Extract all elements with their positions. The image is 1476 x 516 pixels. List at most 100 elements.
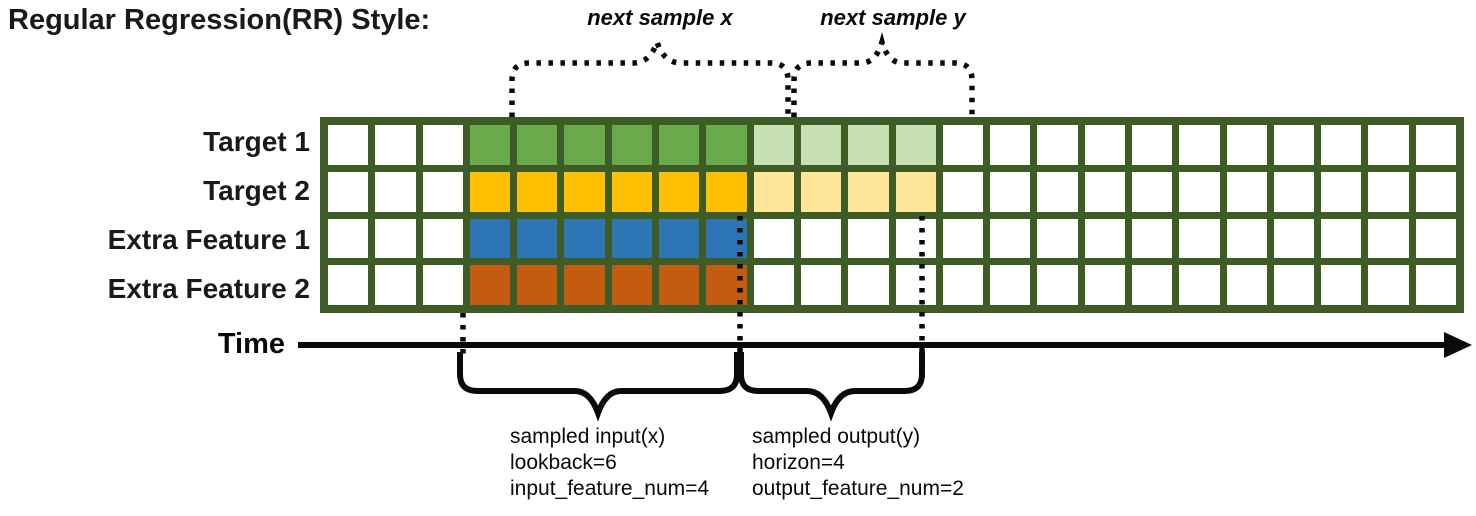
grid-cell: [659, 265, 700, 305]
grid-cell: [517, 265, 558, 305]
grid-cell: [753, 265, 794, 305]
grid-cell: [1084, 265, 1125, 305]
grid-cell: [706, 125, 747, 165]
grid-cell: [895, 218, 936, 259]
grid-cell: [611, 265, 653, 305]
grid-cell: [1084, 125, 1125, 165]
row-labels: Target 1 Target 2 Extra Feature 1 Extra …: [0, 117, 310, 313]
grid-cell: [469, 218, 511, 259]
input-feature-num-value: input_feature_num=4: [510, 477, 710, 500]
grid-cell: [1131, 218, 1173, 259]
grid-cell: [1226, 265, 1267, 305]
grid-cell: [1084, 218, 1125, 259]
grid-cell: [990, 125, 1031, 165]
grid-cell: [422, 171, 463, 212]
next-sample-x-brace: [509, 33, 791, 117]
next-sample-y-label: next sample y: [820, 5, 966, 30]
grid-cell: [659, 125, 700, 165]
grid-cell: [564, 218, 605, 259]
grid-cell: [564, 265, 605, 305]
grid-cell: [800, 218, 842, 259]
grid-cell: [990, 265, 1031, 305]
grid-cell: [800, 171, 842, 212]
grid-cell: [1273, 218, 1315, 259]
grid-cell: [469, 171, 511, 212]
row-label-extra-feature-1: Extra Feature 1: [107, 223, 310, 255]
grid-cell: [469, 265, 511, 305]
grid-cell: [1321, 125, 1362, 165]
output-feature-num-value: output_feature_num=2: [752, 477, 964, 500]
grid-cell: [328, 125, 369, 165]
grid-cell: [1179, 171, 1220, 212]
grid-cell: [611, 171, 653, 212]
lookback-value: lookback=6: [510, 451, 617, 474]
grid-cell: [611, 125, 653, 165]
sampled-input-annotation: sampled input(x) lookback=6 input_featur…: [510, 424, 709, 502]
grid-cell: [753, 218, 794, 259]
grid-cell: [517, 125, 558, 165]
grid-cell: [1131, 125, 1173, 165]
time-axis-arrowhead: [1444, 332, 1472, 358]
grid-cell: [990, 171, 1031, 212]
grid-cell: [659, 171, 700, 212]
grid-cell: [1037, 265, 1078, 305]
grid-cell: [422, 265, 463, 305]
grid-cell: [1179, 218, 1220, 259]
grid-cell: [1368, 171, 1409, 212]
grid-cell: [706, 171, 747, 212]
grid-cell: [1368, 265, 1409, 305]
grid-cell: [1321, 265, 1362, 305]
grid-cell: [1179, 265, 1220, 305]
grid: [320, 117, 1464, 313]
horizon-value: horizon=4: [752, 451, 845, 474]
grid-cell: [753, 125, 794, 165]
grid-cell: [1226, 218, 1267, 259]
sampled-output-title: sampled output(y): [752, 425, 921, 448]
grid-cell: [375, 218, 416, 259]
grid-cell: [1321, 171, 1362, 212]
grid-cell: [611, 218, 653, 259]
grid-cell: [1273, 171, 1315, 212]
grid-cell: [422, 218, 463, 259]
grid-cell: [564, 125, 605, 165]
grid-cell: [848, 265, 889, 305]
grid-cell: [942, 218, 984, 259]
grid-cell: [422, 125, 463, 165]
sampled-output-brace: [738, 352, 925, 422]
grid-cell: [895, 171, 936, 212]
grid-cell: [375, 125, 416, 165]
grid-cell: [375, 265, 416, 305]
grid-cell: [564, 171, 605, 212]
grid-cell: [895, 265, 936, 305]
grid-cell: [1037, 171, 1078, 212]
grid-cell: [1321, 218, 1362, 259]
grid-cell: [942, 125, 984, 165]
time-axis-label: Time: [217, 328, 285, 360]
grid-cell: [990, 218, 1031, 259]
grid-cell: [517, 171, 558, 212]
diagram-title: Regular Regression(RR) Style:: [8, 4, 431, 36]
next-sample-x-label: next sample x: [587, 5, 733, 30]
grid-cell: [1273, 265, 1315, 305]
grid-cell: [1131, 171, 1173, 212]
grid-cell: [659, 218, 700, 259]
sampled-output-annotation: sampled output(y) horizon=4 output_featu…: [752, 424, 964, 502]
grid-cell: [1273, 125, 1315, 165]
grid-cell: [1226, 125, 1267, 165]
grid-cell: [1226, 171, 1267, 212]
sampled-input-brace: [457, 352, 740, 422]
grid-cell: [375, 171, 416, 212]
grid-cell: [706, 265, 747, 305]
grid-cell: [1131, 265, 1173, 305]
grid-cell: [800, 265, 842, 305]
grid-cell: [1368, 125, 1409, 165]
grid-cell: [469, 125, 511, 165]
grid-cell: [800, 125, 842, 165]
grid-cell: [895, 125, 936, 165]
row-label-target-2: Target 2: [203, 174, 310, 206]
grid-cell: [328, 171, 369, 212]
next-sample-y-brace: [791, 32, 975, 117]
grid-cell: [1368, 218, 1409, 259]
grid-cell: [942, 265, 984, 305]
